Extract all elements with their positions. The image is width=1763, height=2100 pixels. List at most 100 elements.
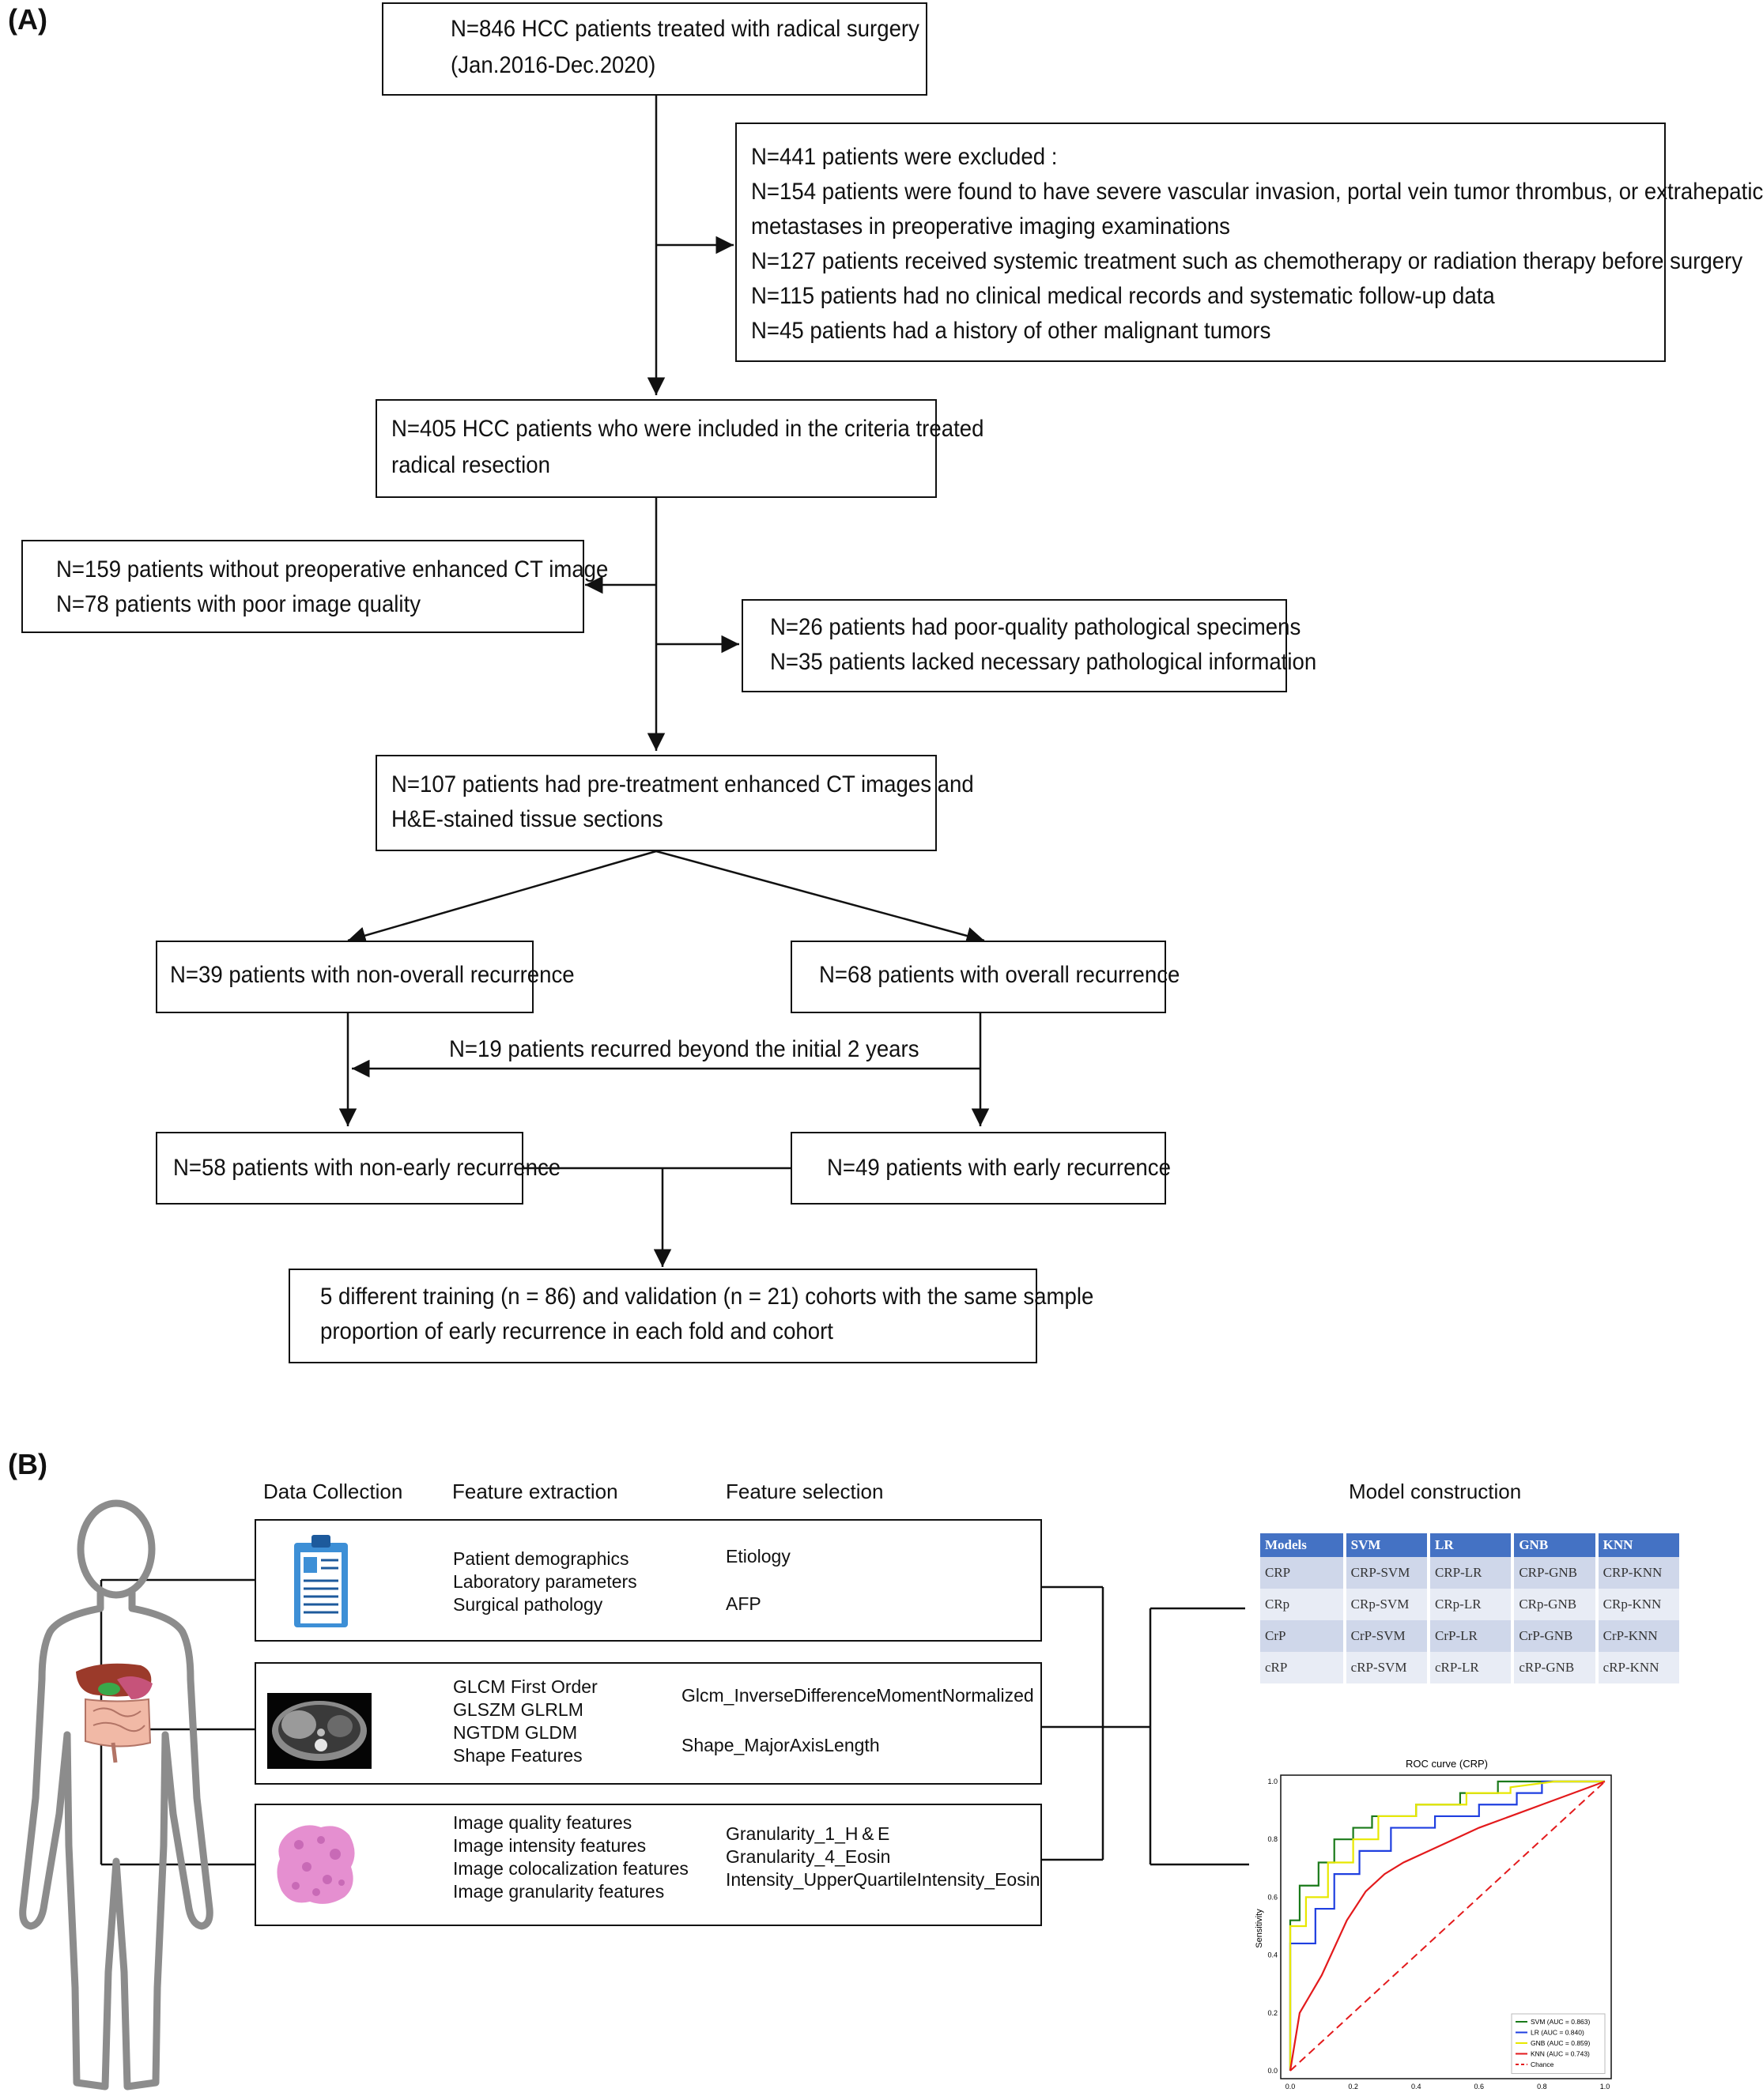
table-header-cell: GNB [1514,1533,1595,1557]
roc-series-line [1289,1780,1606,2072]
table-cell: CrP-KNN [1598,1620,1679,1652]
legend-entry: SVM (AUC = 0.863) [1531,2018,1591,2026]
box-line: N=78 patients with poor image quality [56,591,421,617]
legend-entry: KNN (AUC = 0.743) [1531,2050,1590,2058]
y-tick-label: 0.4 [1267,1951,1278,1959]
box-line: H&E-stained tissue sections [391,806,663,832]
y-tick-label: 0.6 [1267,1893,1278,1901]
table-row: cRP cRP-SVM cRP-LR cRP-GNB cRP-KNN [1260,1652,1679,1683]
table-cell: CrP-SVM [1346,1620,1427,1652]
he-slide-image [277,1825,355,1904]
radiomics-features-row [255,1662,1042,1785]
legend-entry: GNB (AUC = 0.859) [1531,2039,1591,2047]
roc-series-line [1289,1780,1605,2071]
box-line: N=159 patients without preoperative enha… [56,556,609,582]
y-tick-label: 0.2 [1267,2009,1278,2017]
selected-feature: Intensity_UpperQuartileIntensity_Eosin [726,1869,1040,1890]
recurred-beyond-label: N=19 patients recurred beyond the initia… [449,1036,919,1062]
y-tick-label: 1.0 [1267,1778,1278,1785]
table-header-cell: KNN [1598,1533,1679,1557]
total-patients-box: N=846 HCC patients treated with radical … [382,2,927,96]
table-cell: CRp [1260,1589,1343,1620]
feature-selection-heading: Feature selection [726,1480,884,1503]
table-cell: CrP-LR [1430,1620,1512,1652]
model-combinations-table: Models SVM LR GNB KNN CRP CRP-SVM CRP-LR… [1257,1533,1682,1683]
selected-feature: Shape_MajorAxisLength [681,1735,880,1755]
extraction-item: Patient demographics [453,1548,629,1569]
clinical-features-row [255,1519,1042,1642]
x-tick-label: 0.2 [1348,2083,1358,2091]
extraction-item: GLCM First Order [453,1676,598,1697]
box-line: N=115 patients had no clinical medical r… [751,283,1495,309]
box-line: N=405 HCC patients who were included in … [391,416,984,442]
table-cell: CRP-GNB [1514,1557,1595,1589]
non-early-recurrence-box: N=58 patients with non-early recurrence [156,1132,561,1205]
ct-excluded-box: N=159 patients without preoperative enha… [21,540,608,633]
roc-series-line [1289,1780,1605,2071]
table-header-cell: SVM [1346,1533,1427,1557]
table-cell: CRp-LR [1430,1589,1512,1620]
overall-recurrence-box: N=68 patients with overall recurrence [791,941,1180,1013]
table-header-row: Models SVM LR GNB KNN [1260,1533,1679,1557]
selected-feature: Glcm_InverseDifferenceMomentNormalized [681,1685,1034,1706]
box-line: N=127 patients received systemic treatme… [751,248,1743,274]
table-cell: CRP-KNN [1598,1557,1679,1589]
box-line: 5 different training (n = 86) and valida… [320,1284,1094,1310]
human-body-outline [19,1499,213,2091]
pathomics-features-row [255,1804,1042,1926]
abdominal-organs-icon [76,1663,153,1763]
box-line: N=35 patients lacked necessary pathologi… [770,649,1317,675]
selected-feature: Granularity_4_Eosin [726,1846,891,1867]
data-collection-heading: Data Collection [263,1480,403,1503]
non-overall-recurrence-box: N=39 patients with non-overall recurrenc… [156,941,575,1013]
roc-series-line [1289,1781,1606,2072]
table-cell: cRP-SVM [1346,1652,1427,1683]
table-cell: CRP-LR [1430,1557,1512,1589]
panel-a-label: (A) [8,3,47,36]
box-line: N=154 patients were found to have severe… [751,179,1763,205]
cohort-box: 5 different training (n = 86) and valida… [289,1269,1093,1363]
x-tick-label: 0.4 [1411,2083,1421,2091]
feature-extraction-heading: Feature extraction [452,1480,618,1503]
legend-entry: Chance [1531,2060,1554,2068]
table-cell: CRp-SVM [1346,1589,1427,1620]
table-row: CRP CRP-SVM CRP-LR CRP-GNB CRP-KNN [1260,1557,1679,1589]
table-cell: CRp-KNN [1598,1589,1679,1620]
included-405-box: N=405 HCC patients who were included in … [376,399,983,498]
box-line: N=441 patients were excluded : [751,144,1058,170]
box-line: (Jan.2016-Dec.2020) [451,52,656,78]
table-cell: cRP [1260,1652,1343,1683]
chart-title: ROC curve (CRP) [1406,1758,1488,1770]
selected-feature: Granularity_1_H & E [726,1823,890,1844]
table-header-cell: Models [1260,1533,1343,1557]
extraction-item: Surgical pathology [453,1594,603,1615]
table-cell: cRP-GNB [1514,1652,1595,1683]
included-107-box: N=107 patients had pre-treatment enhance… [376,755,974,851]
extraction-item: Image colocalization features [453,1858,689,1879]
box-line: metastases in preoperative imaging exami… [751,213,1230,239]
extraction-item: Image intensity features [453,1835,647,1856]
x-tick-label: 1.0 [1600,2083,1610,2091]
clipboard-icon [294,1535,348,1627]
table-cell: cRP-LR [1430,1652,1512,1683]
selected-feature: AFP [726,1593,761,1614]
table-cell: CrP-GNB [1514,1620,1595,1652]
y-tick-label: 0.0 [1267,2067,1278,2075]
excluded-patients-box: N=441 patients were excluded : N=154 pat… [735,123,1763,362]
table-cell: CRp-GNB [1514,1589,1595,1620]
box-line: N=107 patients had pre-treatment enhance… [391,771,974,797]
y-tick-label: 0.8 [1267,1835,1278,1843]
box-line: radical resection [391,452,550,478]
pathology-excluded-box: N=26 patients had poor-quality pathologi… [742,599,1316,692]
extraction-item: Laboratory parameters [453,1571,637,1592]
model-construction-heading: Model construction [1349,1480,1522,1503]
x-tick-label: 0.6 [1474,2083,1485,2091]
ct-scan-image [267,1693,372,1769]
box-line: N=49 patients with early recurrence [827,1155,1171,1181]
box-line: N=58 patients with non-early recurrence [173,1155,561,1181]
box-line: N=846 HCC patients treated with radical … [451,16,919,42]
extraction-item: GLSZM GLRLM [453,1699,583,1720]
selected-feature: Etiology [726,1546,791,1567]
panel-b-label: (B) [8,1448,47,1480]
